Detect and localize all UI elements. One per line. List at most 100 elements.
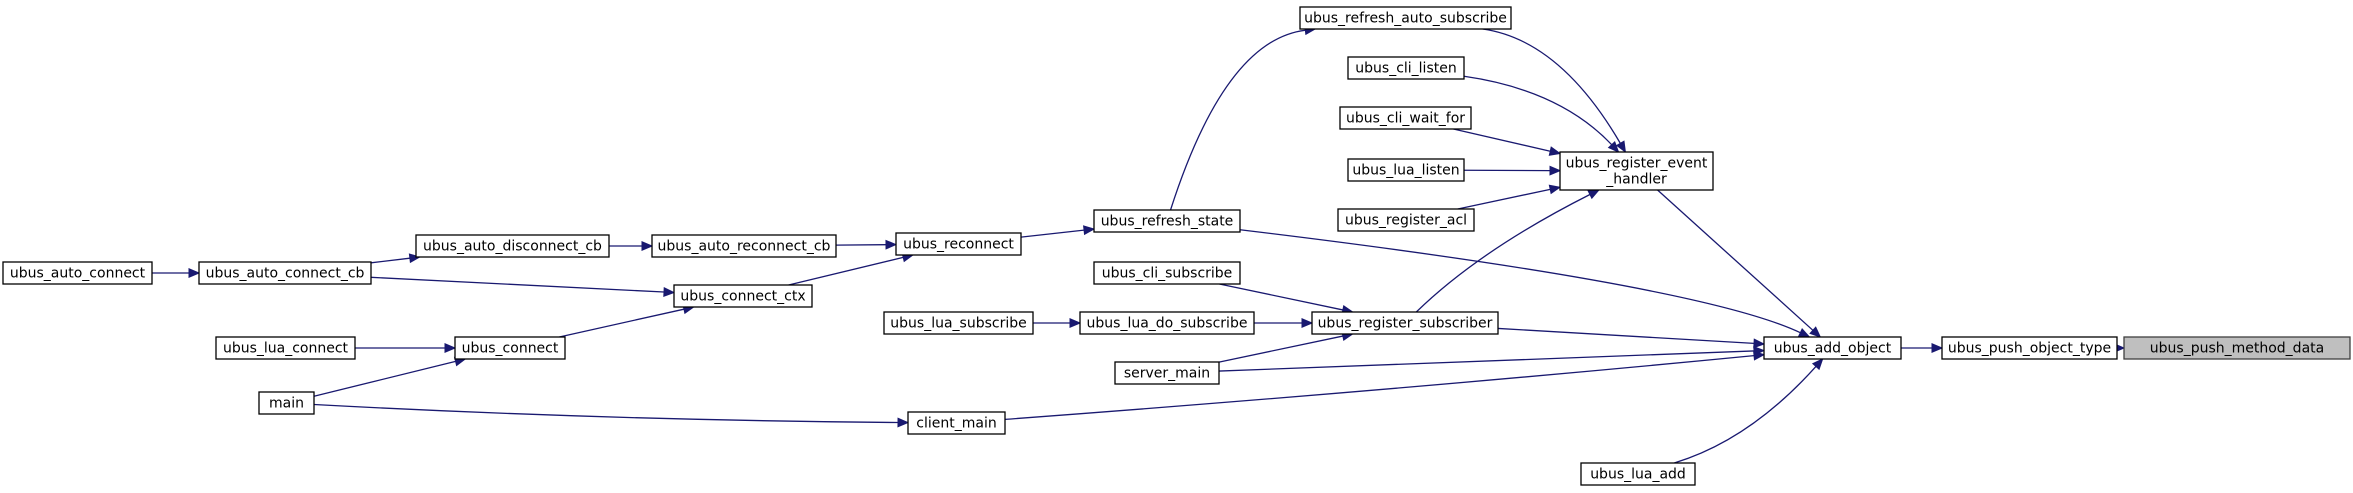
node-main[interactable]: main bbox=[258, 391, 315, 415]
node-label: ubus_cli_subscribe bbox=[1102, 266, 1233, 282]
arrowhead bbox=[885, 239, 898, 250]
node-box bbox=[1093, 209, 1241, 233]
edge-auto-reconnect-cb-to-reconnect bbox=[835, 239, 898, 250]
node-reconnect[interactable]: ubus_reconnect bbox=[895, 232, 1022, 256]
node-box bbox=[1299, 6, 1512, 30]
node-label: _handler bbox=[1605, 172, 1667, 188]
edge-line bbox=[1497, 327, 1755, 345]
edge-line bbox=[370, 257, 410, 264]
node-box bbox=[1079, 311, 1255, 335]
edge-register-subscriber-to-add-object bbox=[1497, 327, 1766, 349]
edge-connect-ctx-to-reconnect bbox=[788, 252, 915, 286]
edge-lua-connect-to-connect bbox=[355, 343, 457, 353]
edge-lua-add-to-add-object bbox=[1674, 358, 1824, 464]
node-lua-connect[interactable]: ubus_lua_connect bbox=[215, 336, 356, 360]
node-push-method-data[interactable]: ubus_push_method_data bbox=[2123, 336, 2351, 360]
edge-line bbox=[1463, 75, 1613, 146]
node-auto-connect-cb[interactable]: ubus_auto_connect_cb bbox=[198, 261, 372, 285]
edge-connect-to-connect-ctx bbox=[559, 304, 695, 338]
node-label: ubus_refresh_auto_subscribe bbox=[1304, 11, 1507, 27]
arrowhead bbox=[1931, 343, 1944, 353]
edge-line bbox=[313, 403, 899, 424]
edge-cli-wait-for-to-register-event-handler bbox=[1453, 128, 1562, 156]
node-label: ubus_refresh_state bbox=[1101, 214, 1234, 230]
arrowhead bbox=[188, 268, 201, 278]
node-label: ubus_lua_subscribe bbox=[890, 316, 1026, 332]
edge-lua-listen-to-register-event-handler bbox=[1463, 165, 1562, 176]
node-cli-listen[interactable]: ubus_cli_listen bbox=[1347, 56, 1465, 80]
node-box bbox=[1347, 56, 1465, 80]
node-register-subscriber[interactable]: ubus_register_subscriber bbox=[1311, 311, 1499, 335]
node-lua-add[interactable]: ubus_lua_add bbox=[1580, 462, 1696, 486]
node-label: server_main bbox=[1124, 366, 1210, 382]
node-label: ubus_lua_add bbox=[1590, 467, 1686, 483]
arrowhead bbox=[1083, 225, 1096, 236]
arrowhead bbox=[663, 287, 676, 297]
node-box bbox=[1311, 311, 1499, 335]
edge-lua-subscribe-to-lua-do-subscribe bbox=[1033, 318, 1082, 328]
edge-auto-disconnect-cb-to-auto-reconnect-cb bbox=[609, 241, 654, 251]
node-auto-disconnect-cb[interactable]: ubus_auto_disconnect_cb bbox=[415, 234, 610, 258]
edge-client-main-to-add-object bbox=[1004, 350, 1766, 421]
node-label: ubus_auto_connect bbox=[10, 266, 146, 282]
node-lua-listen[interactable]: ubus_lua_listen bbox=[1347, 158, 1465, 182]
edge-cli-listen-to-register-event-handler bbox=[1463, 75, 1620, 153]
node-box bbox=[2123, 336, 2351, 360]
arrowhead bbox=[1587, 189, 1601, 200]
node-box bbox=[1347, 158, 1465, 182]
edge-line bbox=[313, 360, 456, 397]
node-server-main[interactable]: server_main bbox=[1114, 361, 1220, 385]
node-label: ubus_lua_listen bbox=[1352, 163, 1459, 179]
node-box bbox=[1559, 151, 1714, 191]
arrowhead bbox=[408, 253, 422, 264]
edge-line bbox=[1004, 354, 1755, 421]
edge-auto-connect-cb-to-auto-disconnect-cb bbox=[370, 253, 422, 264]
edge-line bbox=[1020, 229, 1085, 238]
edge-auto-connect-to-auto-connect-cb bbox=[152, 268, 201, 278]
node-auto-connect[interactable]: ubus_auto_connect bbox=[2, 261, 153, 285]
node-auto-reconnect-cb[interactable]: ubus_auto_reconnect_cb bbox=[651, 234, 837, 258]
node-register-event-handler[interactable]: ubus_register_event_handler bbox=[1559, 151, 1714, 191]
node-label: ubus_connect_ctx bbox=[680, 289, 805, 305]
edge-lua-do-subscribe-to-register-subscriber bbox=[1254, 318, 1314, 328]
node-box bbox=[1339, 106, 1472, 130]
node-push-object-type[interactable]: ubus_push_object_type bbox=[1941, 336, 2118, 360]
edge-line bbox=[1218, 335, 1343, 363]
node-add-object[interactable]: ubus_add_object bbox=[1763, 336, 1902, 360]
node-box bbox=[415, 234, 610, 258]
node-label: ubus_auto_reconnect_cb bbox=[658, 239, 831, 255]
node-cli-subscribe[interactable]: ubus_cli_subscribe bbox=[1093, 261, 1241, 285]
edge-reconnect-to-refresh-state bbox=[1020, 225, 1096, 238]
arrowhead bbox=[1809, 326, 1822, 338]
node-connect-ctx[interactable]: ubus_connect_ctx bbox=[673, 284, 813, 308]
node-box bbox=[1580, 462, 1696, 486]
edge-main-to-client-main bbox=[313, 403, 910, 428]
edge-line bbox=[1674, 366, 1817, 464]
node-client-main[interactable]: client_main bbox=[907, 411, 1006, 435]
node-connect[interactable]: ubus_connect bbox=[454, 336, 566, 360]
node-label: ubus_auto_disconnect_cb bbox=[423, 239, 602, 255]
edge-cli-subscribe-to-register-subscriber bbox=[1219, 283, 1354, 315]
node-box bbox=[1941, 336, 2118, 360]
node-box bbox=[895, 232, 1022, 256]
node-lua-subscribe[interactable]: ubus_lua_subscribe bbox=[883, 311, 1034, 335]
arrowhead bbox=[1811, 358, 1824, 371]
node-box bbox=[258, 391, 315, 415]
edge-line bbox=[1219, 283, 1343, 311]
node-label: ubus_connect bbox=[462, 341, 559, 357]
arrowhead bbox=[1069, 318, 1082, 328]
node-register-acl[interactable]: ubus_register_acl bbox=[1337, 208, 1475, 232]
node-box bbox=[651, 234, 837, 258]
node-label: ubus_add_object bbox=[1774, 341, 1892, 357]
node-box bbox=[454, 336, 566, 360]
node-box bbox=[1763, 336, 1902, 360]
node-lua-do-subscribe[interactable]: ubus_lua_do_subscribe bbox=[1079, 311, 1255, 335]
node-label: client_main bbox=[916, 416, 996, 432]
node-label: ubus_push_object_type bbox=[1948, 341, 2111, 357]
node-label: ubus_lua_do_subscribe bbox=[1087, 316, 1248, 332]
node-refresh-state[interactable]: ubus_refresh_state bbox=[1093, 209, 1241, 233]
node-refresh-auto-subscribe[interactable]: ubus_refresh_auto_subscribe bbox=[1299, 6, 1512, 30]
edge-line bbox=[1218, 350, 1755, 372]
edge-add-object-to-push-object-type bbox=[1901, 343, 1944, 353]
node-cli-wait-for[interactable]: ubus_cli_wait_for bbox=[1339, 106, 1472, 130]
